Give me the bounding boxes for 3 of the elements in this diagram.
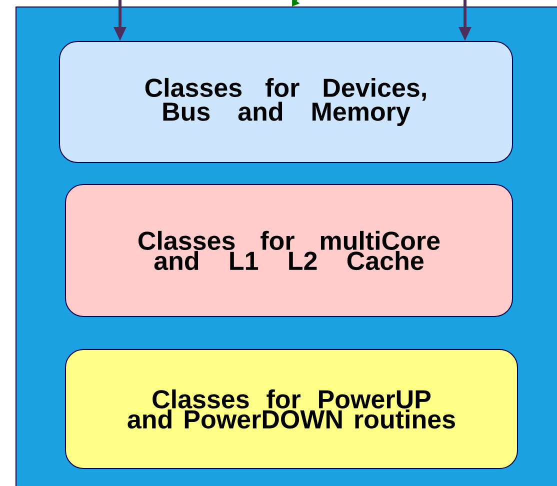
process-box: Classes for PowerUP and PowerDOWN routines — [65, 348, 518, 469]
process-box: Classes for multiCore and L1 L2 Cache — [65, 184, 513, 317]
process-box: Classes for Devices, Bus and Memory — [59, 41, 513, 163]
